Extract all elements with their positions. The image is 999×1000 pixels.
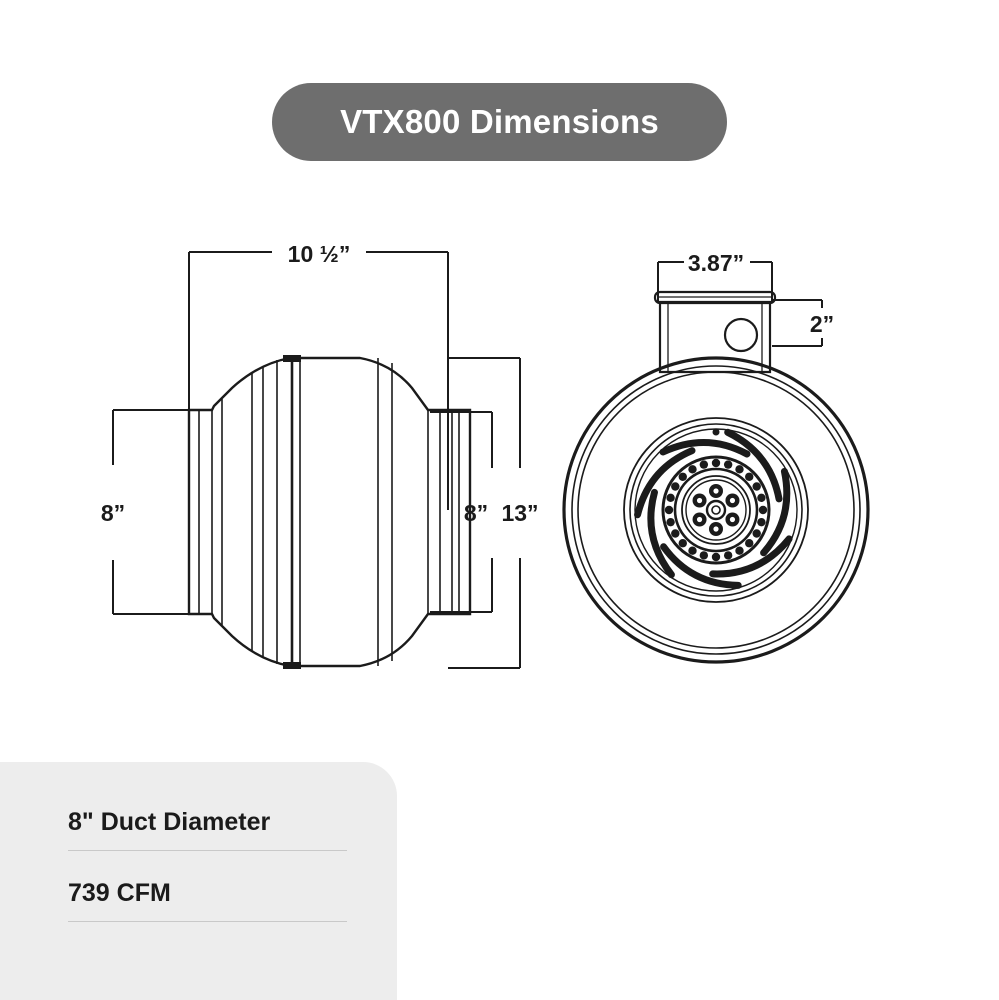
knockout-hole	[723, 317, 759, 353]
spec-card: 8" Duct Diameter 739 CFM	[0, 762, 397, 1000]
impeller-ring-3	[634, 428, 798, 592]
seam-clip-top	[283, 355, 301, 362]
center-boss-outer	[705, 499, 727, 521]
front-outer-rim	[562, 356, 870, 664]
hub-ring-outer	[661, 455, 771, 565]
dim-inlet	[112, 409, 198, 615]
dim-box-width	[657, 261, 773, 302]
dimension-drawing: 10 ½” 8” 8” 13” 3.87” 2”	[101, 241, 870, 669]
impeller-blades	[634, 428, 793, 589]
side-view-group	[112, 251, 521, 669]
dim-box-depth	[772, 299, 823, 347]
hub-bolts	[692, 484, 740, 536]
center-plate-inner	[685, 479, 747, 541]
spec-row: 739 CFM	[68, 879, 347, 922]
front-inner-rim	[577, 371, 855, 649]
front-view-group	[562, 261, 870, 664]
dim-length	[188, 251, 449, 510]
hub-studs	[664, 458, 768, 562]
seam-clip-bottom	[283, 662, 301, 669]
inlet-collar-ribs	[198, 399, 223, 625]
dim-label-body-diameter: 13”	[501, 500, 538, 526]
shoulder-bands-right	[377, 358, 393, 666]
center-plate-outer	[681, 475, 751, 545]
center-boss-inner	[711, 505, 721, 515]
shoulder-bands-left	[251, 367, 264, 657]
impeller-ring-1	[623, 417, 809, 603]
junction-box-lid	[653, 290, 777, 305]
page-title-banner: VTX800 Dimensions	[272, 83, 727, 161]
page-title: VTX800 Dimensions	[340, 103, 659, 140]
dim-label-inlet: 8”	[101, 500, 125, 526]
front-outer-rim2	[571, 365, 861, 655]
spec-row: 8" Duct Diameter	[68, 808, 347, 851]
hub-ring-inner	[673, 467, 759, 553]
dim-label-length: 10 ½”	[288, 241, 351, 267]
dim-label-box-width: 3.87”	[688, 250, 744, 276]
outlet-collar-ribs	[427, 410, 460, 614]
dim-body-diameter	[448, 357, 521, 669]
dim-label-box-depth: 2”	[810, 311, 834, 337]
impeller-ring-2	[629, 423, 803, 597]
dim-label-outlet: 8”	[464, 500, 488, 526]
center-seam	[276, 358, 301, 666]
housing-outline	[187, 356, 472, 668]
